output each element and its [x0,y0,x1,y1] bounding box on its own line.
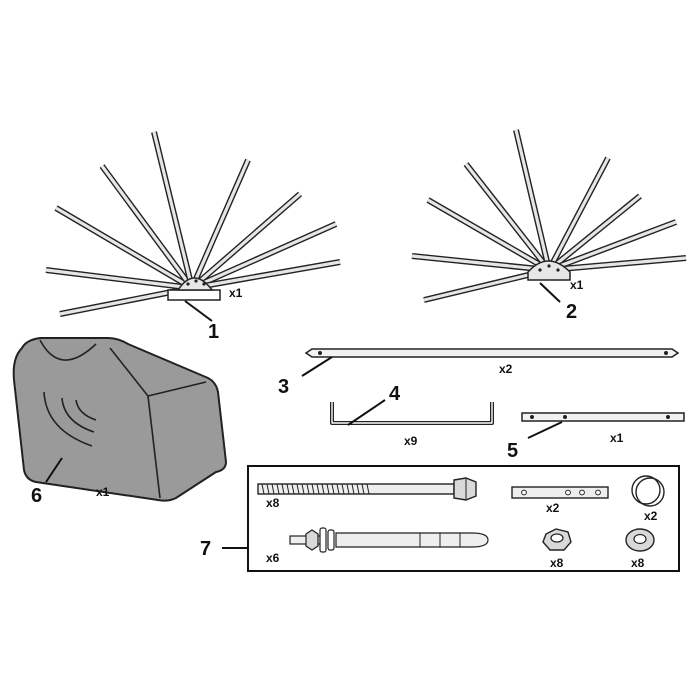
bolt-thread [361,483,365,495]
bolt-qty: x8 [266,496,280,510]
frame-arm-fill [514,129,551,271]
part-4-leader [347,399,386,426]
part-6-qty: x1 [96,485,110,499]
part-5-qty: x1 [610,431,624,445]
part-1-qty: x1 [229,286,243,300]
frame-arm-fill [152,131,194,289]
washer-illustration [625,528,655,552]
bolt-thread [341,483,345,495]
frame-arm-fill [427,198,550,272]
frame-arm-fill [548,220,677,272]
frame-arm-fill [548,256,687,272]
frame-arm-fill [547,194,642,272]
part-4-number: 4 [389,383,401,405]
part-3-qty: x2 [499,362,513,376]
bolt-thread [331,483,335,495]
frame-arm-fill [191,260,341,290]
frame-arm-fill [190,159,250,289]
bolt-thread [366,483,370,495]
nut-qty: x8 [550,556,564,570]
part-3-leader [301,356,333,377]
frame-arm-fill [55,206,193,290]
bolt-illustration [257,477,477,501]
part-2-number: 2 [566,301,577,323]
part-1-number: 1 [208,321,219,343]
bolt-thread [276,483,280,495]
bolt-thread [346,483,350,495]
cover-illustration [12,337,228,502]
part-5-number: 5 [507,440,518,462]
bolt-thread [286,483,290,495]
bolt-thread [356,483,360,495]
bolt-thread [266,483,270,495]
frame-arm-fill [411,254,550,272]
frame-arm-fill [547,157,610,271]
bolt-thread [326,483,330,495]
bolt-thread [291,483,295,495]
part-7-number: 7 [200,538,211,560]
bolt-thread [301,483,305,495]
long-bar-illustration [304,348,680,358]
frame-arm-fill [191,222,337,290]
bolt-thread [321,483,325,495]
part-1-base-plate [167,277,221,301]
bolt-thread [281,483,285,495]
bolt-thread [351,483,355,495]
bolt-thread [311,483,315,495]
washer-qty: x8 [631,556,645,570]
arm-frame-assembly-1 [45,131,341,317]
bolt-thread [306,483,310,495]
nut-illustration [542,528,572,551]
bolt-thread [271,483,275,495]
part-2-leader [539,282,561,303]
plate-illustration [511,486,609,499]
part-2-qty: x1 [570,278,584,292]
end-cap-illustration [631,475,665,507]
part-2-base-plate [527,260,571,281]
part-4-qty: x9 [404,434,418,448]
anchor-qty: x6 [266,551,280,565]
frame-arm-fill [100,165,194,289]
front-bar-illustration [521,412,685,422]
frame-arm-fill [464,163,551,271]
frame-arm-fill [190,192,302,290]
bolt-thread [296,483,300,495]
arm-frame-assembly-2 [411,129,687,303]
anchor-bolt-illustration [289,527,489,553]
part-6-number: 6 [31,485,42,507]
frame-arm-fill [45,268,193,290]
bolt-thread [336,483,340,495]
part-5-leader [527,421,563,439]
part-6-leader [45,457,63,483]
bolt-thread [261,483,265,495]
bolt-thread [316,483,320,495]
part-3-number: 3 [278,376,289,398]
plate-qty: x2 [546,501,560,515]
cap-qty: x2 [644,509,658,523]
part-1-leader [184,300,213,322]
